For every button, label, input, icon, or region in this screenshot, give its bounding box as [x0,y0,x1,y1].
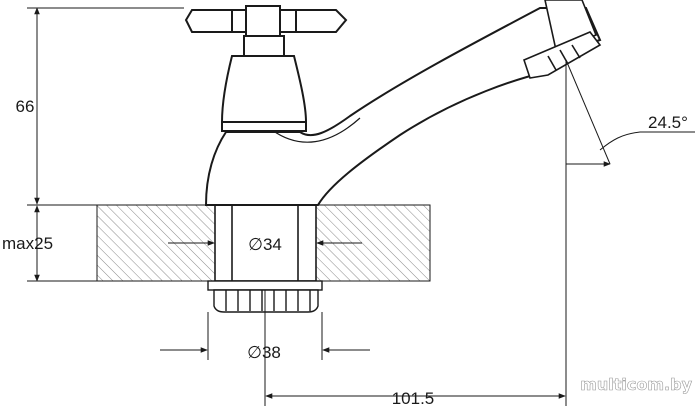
outer-diameter-label: ∅38 [247,343,281,362]
dimension-lines [27,7,695,406]
watermark: multicom.by [580,375,692,394]
lock-nut [207,280,323,313]
reach-dimension-label: 101.5 [392,389,435,408]
spout-aerator [523,0,602,79]
valve-bonnet [220,35,308,132]
inner-diameter-label: ∅34 [248,235,282,254]
cross-handle [184,5,348,37]
height-dimension-label: 66 [16,97,35,116]
angle-dimension-label: 24.5° [648,113,688,132]
faucet-shank [214,204,317,282]
thickness-dimension-label: max25 [2,234,53,253]
